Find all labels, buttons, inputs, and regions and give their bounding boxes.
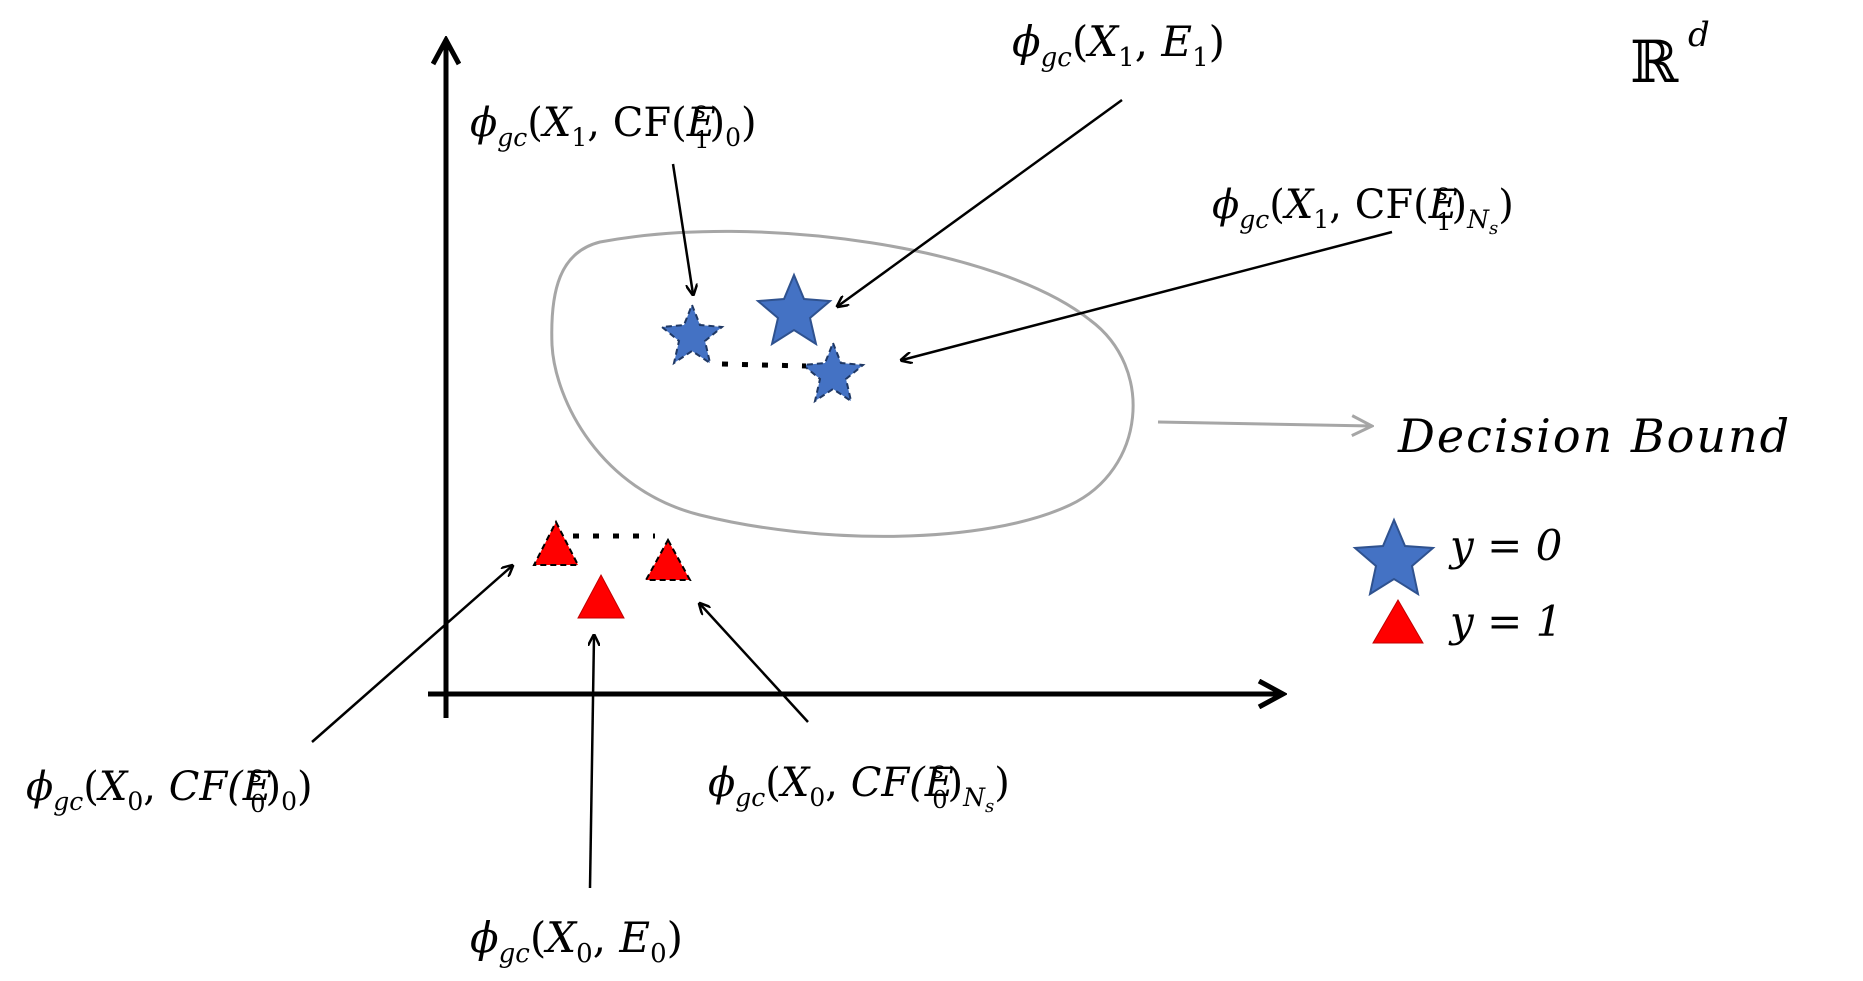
blue-star-icon — [1352, 517, 1436, 597]
arrow-x1-cfns — [902, 230, 1393, 360]
space-exponent: d — [1688, 15, 1710, 55]
red-triangle-icon — [1372, 599, 1424, 644]
triangle-x0-cf0 — [532, 519, 580, 566]
arrow-x0-e0 — [590, 636, 594, 889]
label-x0-e0: ϕgc(X0, E0) — [470, 913, 683, 969]
legend: y = 0 y = 1 — [1352, 517, 1562, 646]
label-x1-e1: ϕgc(X1, E1) — [1012, 17, 1225, 73]
decision-boundary-label: Decision Bound — [1397, 409, 1791, 463]
star-x1-cfns — [800, 340, 866, 404]
star-x1-e1 — [755, 272, 833, 347]
legend-label-y0: y = 0 — [1448, 521, 1562, 570]
decision-boundary — [550, 229, 1135, 538]
arrow-x1-cf0 — [671, 163, 693, 294]
arrow-x0-cf0 — [311, 566, 512, 743]
decision-boundary-arrow — [1157, 422, 1372, 426]
legend-label-y1: y = 1 — [1448, 597, 1562, 646]
arrow-x0-cfns — [700, 604, 809, 723]
star-ellipsis — [721, 361, 807, 369]
arrow-x1-e1 — [838, 98, 1123, 306]
star-x1-cf0 — [659, 302, 725, 366]
triangle-x0-cfns — [644, 537, 692, 581]
triangle-x0-e0 — [577, 573, 625, 619]
space-symbol: ℝ — [1630, 28, 1679, 96]
